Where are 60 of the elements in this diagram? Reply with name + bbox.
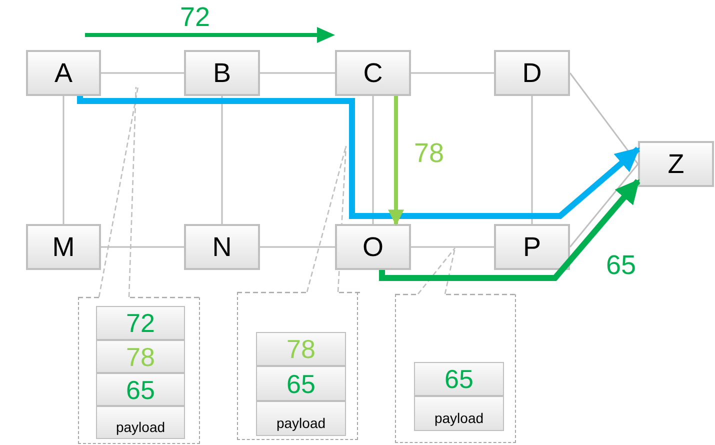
node-label: D xyxy=(522,60,542,86)
node-label: M xyxy=(52,234,75,260)
leader-line xyxy=(418,248,456,294)
flow-label: 72 xyxy=(180,4,210,31)
stack-cell xyxy=(96,340,185,373)
router-box xyxy=(494,50,570,96)
link-line xyxy=(411,72,494,74)
label-value: 78 xyxy=(286,336,316,362)
packet-callout xyxy=(395,294,516,443)
node-label: N xyxy=(212,234,232,260)
stack-cell xyxy=(96,406,185,439)
leader-line xyxy=(128,86,137,298)
label-value: 72 xyxy=(126,310,155,336)
label-value: 65 xyxy=(444,366,474,392)
link-line xyxy=(221,96,223,224)
link-line xyxy=(62,96,64,224)
link-line xyxy=(531,96,533,224)
stack-cell xyxy=(256,366,346,401)
route-arrow xyxy=(77,94,640,219)
label-value: 65 xyxy=(126,376,155,402)
link-line xyxy=(372,96,374,224)
link-line xyxy=(569,164,639,248)
node-label: A xyxy=(54,60,72,86)
router-box xyxy=(638,141,714,187)
router-box xyxy=(494,224,570,270)
router-box xyxy=(335,50,411,96)
payload-label: payload xyxy=(276,416,326,430)
stack-cell xyxy=(414,362,504,396)
route-arrow xyxy=(388,96,404,226)
leader-line xyxy=(306,146,347,292)
packet-callout xyxy=(78,297,200,444)
link-line xyxy=(260,72,335,74)
router-box xyxy=(335,224,411,270)
label-value: 65 xyxy=(286,370,316,396)
node-label: Z xyxy=(668,150,684,178)
router-box xyxy=(26,224,101,270)
leader-line xyxy=(444,248,456,294)
stack-cell xyxy=(414,396,504,431)
packet-callout xyxy=(237,292,358,440)
route-arrow xyxy=(379,179,640,281)
stack-cell xyxy=(256,401,346,436)
link-line xyxy=(569,72,639,164)
router-box xyxy=(184,224,260,270)
link-line xyxy=(260,246,335,248)
leader-line xyxy=(98,86,139,298)
payload-label: payload xyxy=(116,420,166,434)
router-box xyxy=(184,50,260,96)
stack-cell xyxy=(96,306,185,340)
label-value: 78 xyxy=(126,344,155,370)
router-box xyxy=(26,50,101,96)
node-label: P xyxy=(522,234,541,260)
stack-cell xyxy=(256,332,346,366)
stack-cell xyxy=(96,373,185,406)
link-line xyxy=(101,246,184,248)
link-line xyxy=(101,72,184,74)
link-line xyxy=(411,246,494,248)
node-label: C xyxy=(363,60,383,86)
payload-label: payload xyxy=(434,410,484,424)
node-label: O xyxy=(362,234,384,260)
node-label: B xyxy=(212,60,231,86)
